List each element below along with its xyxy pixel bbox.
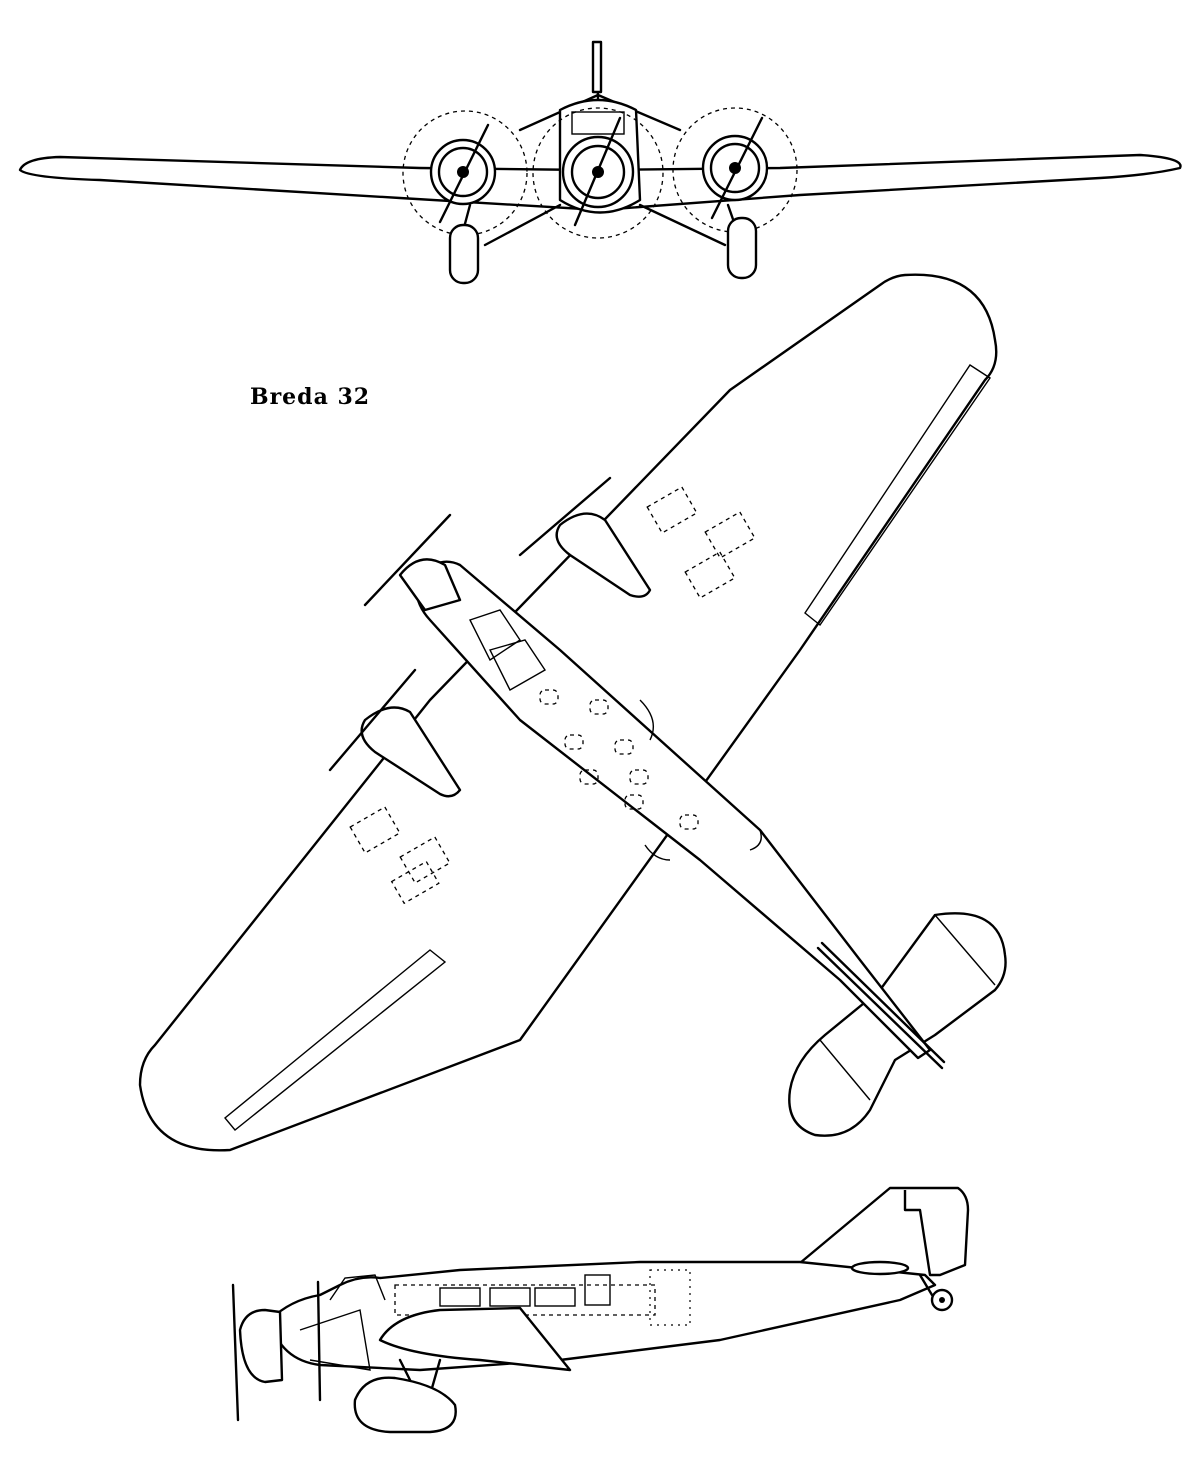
front-tailplane <box>518 93 682 132</box>
front-landing-gear <box>448 203 758 285</box>
front-view <box>18 40 1182 285</box>
plan-fin <box>816 946 944 1070</box>
left-aileron <box>224 949 447 1131</box>
side-fin-rudder <box>799 1186 970 1277</box>
side-view <box>231 1186 970 1434</box>
plan-right-nacelle <box>518 476 652 598</box>
side-wing <box>378 1306 572 1372</box>
plan-left-nacelle <box>328 668 462 798</box>
plan-nose-engine <box>363 513 462 612</box>
drawing-title: Breda 32 <box>250 384 371 410</box>
side-tailplane <box>850 1260 910 1276</box>
plan-cabin-windows <box>469 609 699 830</box>
right-engine <box>701 116 769 220</box>
plan-view <box>138 273 1007 1152</box>
center-engine <box>561 116 635 227</box>
wing-hatches <box>349 486 756 905</box>
side-wing-engine <box>299 1280 371 1402</box>
side-fuselage <box>268 1260 937 1372</box>
left-engine <box>429 123 497 224</box>
side-tail-wheel <box>918 1273 954 1312</box>
right-aileron <box>804 364 991 627</box>
side-cockpit <box>329 1274 386 1301</box>
side-main-gear <box>353 1358 457 1434</box>
center-prop-arc <box>532 107 664 239</box>
side-nose-engine <box>231 1283 284 1422</box>
